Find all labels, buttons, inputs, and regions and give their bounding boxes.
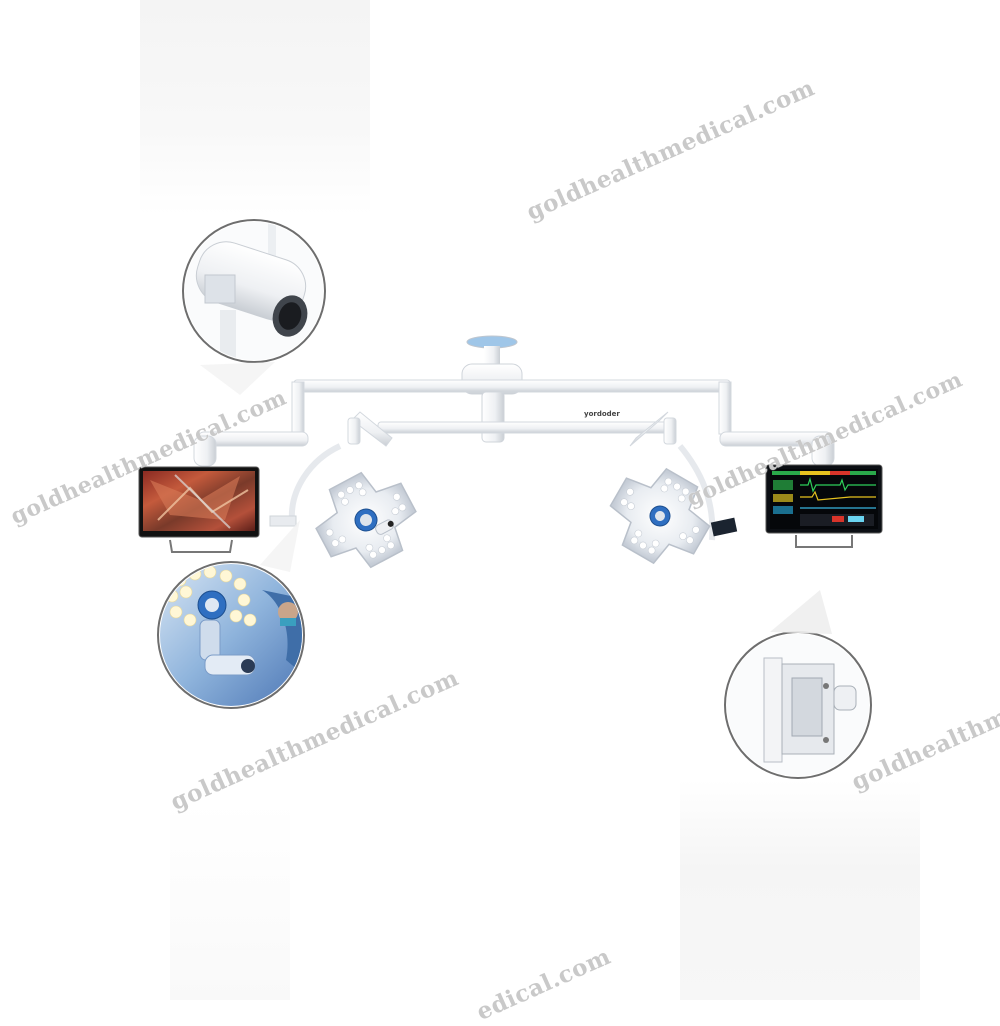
light-inset-pointer [260, 520, 300, 572]
background-gradient-mid [170, 800, 290, 1000]
monitor-bracket-detail-inset [724, 631, 872, 779]
left-light-head [315, 471, 417, 569]
background-gradient-bottom [680, 780, 920, 1000]
right-monitor-arm [719, 431, 835, 467]
right-light-head [609, 467, 711, 565]
camera-inset-pointer [200, 362, 275, 395]
right-light-control-box [710, 517, 738, 537]
brand-label: yordoder [584, 410, 620, 418]
lower-suspension-arm: yordoder [377, 410, 669, 434]
left-monitor-arm [193, 431, 309, 467]
upper-suspension-arm [291, 379, 732, 435]
surgical-light-system-illustration: yordoder [138, 219, 883, 779]
surgical-light-in-use-inset [157, 561, 305, 709]
left-light-arm [269, 411, 393, 527]
camera-detail-inset [182, 219, 326, 363]
bracket-inset-pointer [770, 590, 832, 634]
background-gradient-top [140, 0, 370, 215]
patient-vital-signs [770, 469, 878, 529]
left-monitor [138, 466, 260, 553]
right-monitor [765, 464, 883, 548]
